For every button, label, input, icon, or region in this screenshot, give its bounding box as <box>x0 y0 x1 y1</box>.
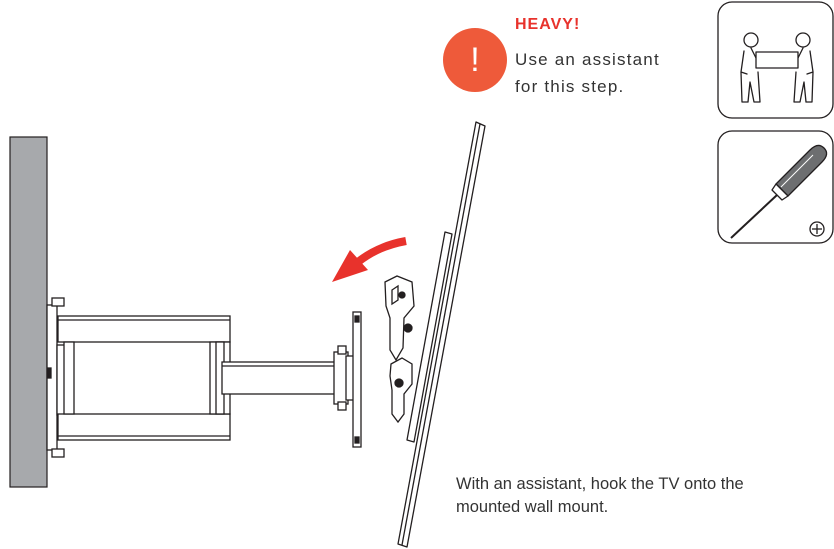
wall <box>9 136 48 488</box>
phillips-screwdriver-icon <box>717 130 834 244</box>
tv-brackets <box>384 275 415 424</box>
articulating-arm <box>57 315 341 441</box>
curved-arrow-icon <box>332 237 407 282</box>
warning-title: HEAVY! <box>515 16 581 33</box>
two-people-carrying-icon <box>717 1 834 119</box>
phillips-head-icon <box>809 221 825 237</box>
tv <box>397 121 486 548</box>
instruction-text: With an assistant, hook the TV onto the … <box>456 473 744 519</box>
warning-circle <box>443 28 507 92</box>
warning-line-2: for this step. <box>515 77 625 96</box>
warning-line-1: Use an assistant <box>515 50 660 69</box>
instruction-line-2: mounted wall mount. <box>456 498 609 516</box>
warning-badge <box>443 28 507 92</box>
instruction-line-1: With an assistant, hook the TV onto the <box>456 475 744 493</box>
wall-plate <box>46 297 66 458</box>
warning-text: Use an assistant for this step. <box>515 46 660 100</box>
exclamation-icon: ! <box>470 41 480 79</box>
mount-head <box>333 311 362 448</box>
